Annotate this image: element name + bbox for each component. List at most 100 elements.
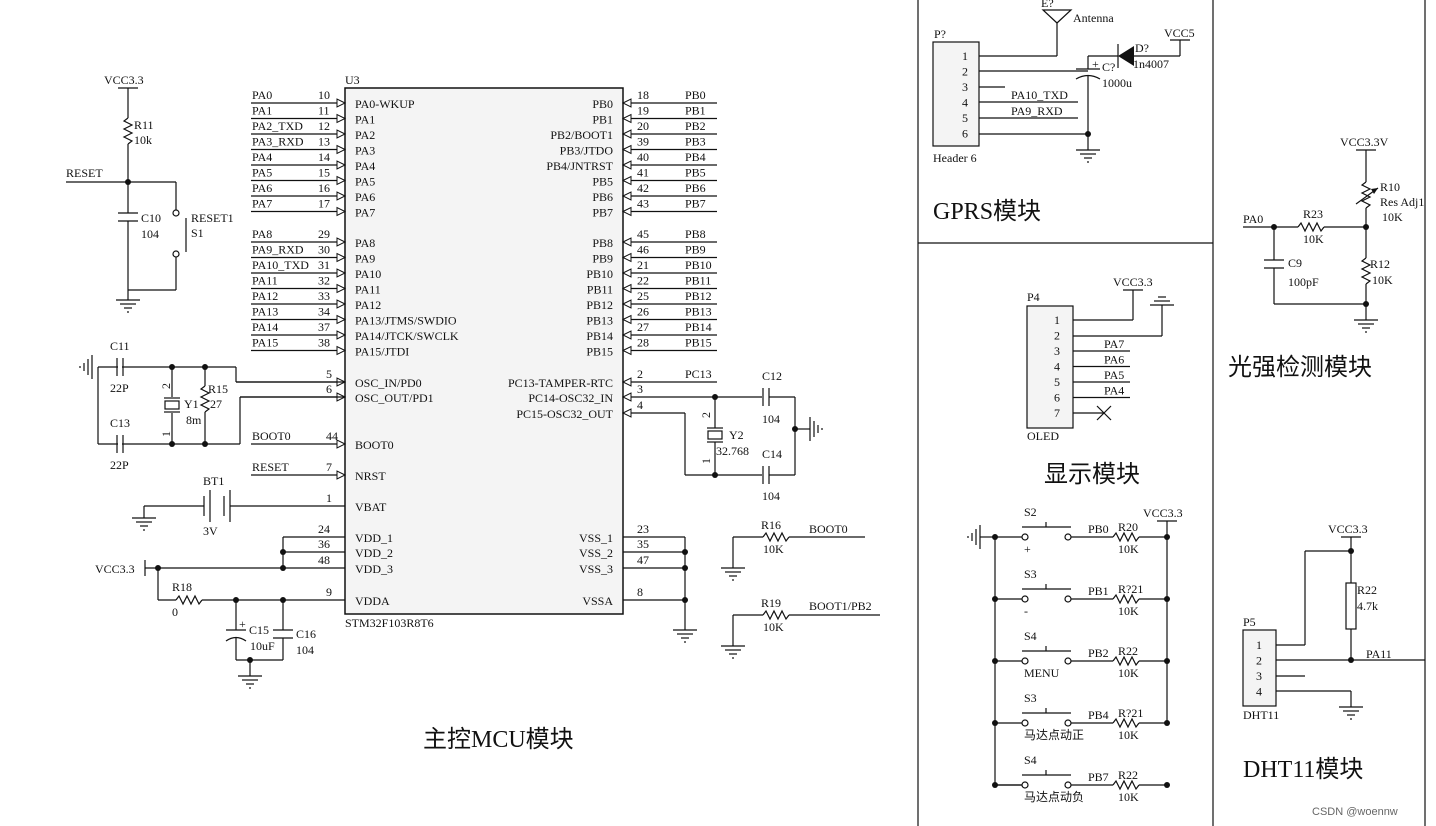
pin-number: 31 [318, 258, 330, 272]
mcu-part: STM32F103R8T6 [345, 616, 434, 630]
antenna-ref: E? [1041, 0, 1054, 10]
pin-number: 35 [637, 537, 649, 551]
c16-ref: C16 [296, 627, 316, 641]
r18-ref: R18 [172, 580, 192, 594]
r18-val: 0 [172, 605, 178, 619]
pin-net-label: PB0 [685, 88, 706, 102]
connector-pin-number: 6 [1054, 391, 1060, 405]
pin-name: PB0 [592, 97, 613, 111]
pin-arrow [621, 392, 632, 402]
pin-net-label: PB10 [685, 258, 712, 272]
pin-arrow [336, 129, 347, 139]
mcu-title: 主控MCU模块 [423, 726, 574, 753]
c12-ref: C12 [762, 369, 782, 383]
battery-bt1: BT1 3V [131, 474, 345, 538]
oled-net-label: PA4 [1104, 384, 1124, 398]
pin-name: PA4 [355, 159, 375, 173]
c15-pol: + [239, 617, 246, 631]
pin-name: VSS_1 [579, 531, 613, 545]
pin-number: 5 [326, 367, 332, 381]
r15-val: 27 [210, 397, 222, 411]
c11-val: 22P [110, 381, 129, 395]
pin-number: 36 [318, 537, 330, 551]
key-resistor-ref: R20 [1118, 520, 1138, 534]
pin-name: PB1 [592, 113, 613, 127]
connector-pin-number: 6 [962, 127, 968, 141]
gprs-vcc: VCC5 [1164, 26, 1195, 40]
reset-vcc: VCC3.3 [104, 73, 144, 87]
pin-net-label: PB8 [685, 227, 706, 241]
pin-net-label: PA15 [252, 336, 278, 350]
r23-val: 10K [1303, 232, 1324, 246]
pin-arrow [621, 191, 632, 201]
cap-ref: C? [1102, 60, 1115, 74]
dht-net: PA11 [1366, 647, 1392, 661]
key-net-label: PB2 [1088, 646, 1109, 660]
c10-ref: C10 [141, 211, 161, 225]
oled-net-label: PA5 [1104, 368, 1124, 382]
r19-val: 10K [763, 620, 784, 634]
vss-ground [623, 536, 698, 643]
power-vcc: VCC3.3 [95, 562, 135, 576]
pin-name: PA13/JTMS/SWDIO [355, 314, 457, 328]
pin-arrow [621, 206, 632, 217]
connector-pin-number: 1 [1256, 638, 1262, 652]
pin-number: 22 [637, 274, 649, 288]
pin-arrow [336, 314, 347, 325]
pin-number: 42 [637, 181, 649, 195]
pin-net-label: RESET [252, 460, 289, 474]
pin-name: PA12 [355, 298, 381, 312]
light-title: 光强检测模块 [1228, 354, 1372, 381]
dht-vcc: VCC3.3 [1328, 522, 1368, 536]
r23-ref: R23 [1303, 207, 1323, 221]
pin-name: VSSA [582, 594, 613, 608]
mcu-ref: U3 [345, 73, 360, 87]
pin-name: PB5 [592, 175, 613, 189]
light-vcc: VCC3.3V [1340, 135, 1389, 149]
r12-val: 10K [1372, 273, 1393, 287]
pin-number: 15 [318, 166, 330, 180]
pin-number: 8 [637, 585, 643, 599]
pin-net-label: PA13 [252, 305, 278, 319]
pin-net-label: PA2_TXD [252, 119, 303, 133]
pin-name: PA8 [355, 236, 375, 250]
oled-title: 显示模块 [1044, 461, 1140, 488]
pin-number: 28 [637, 336, 649, 350]
pin-arrow [621, 129, 632, 139]
pin-number: 25 [637, 289, 649, 303]
c13-ref: C13 [110, 416, 130, 430]
pin-net-label: PA11 [252, 274, 278, 288]
key-resistor-ref: R?21 [1118, 706, 1143, 720]
oled-vcc: VCC3.3 [1113, 275, 1153, 289]
connector-pin-number: 3 [1256, 669, 1262, 683]
r22-ref: R22 [1357, 583, 1377, 597]
c9-ref: C9 [1288, 256, 1302, 270]
pin-name: PA9 [355, 252, 375, 266]
light-net: PA0 [1243, 212, 1263, 226]
gprs-net3: PA10_TXD [1011, 88, 1068, 102]
power-vdd: VCC3.3 R18 0 + C15 10uF C16 104 [95, 536, 345, 689]
pin-number: 44 [326, 429, 338, 443]
pin-name: VSS_2 [579, 546, 613, 560]
reset-sw-ref: S1 [191, 226, 204, 240]
pin-arrow [336, 175, 347, 186]
connector-pin-number: 2 [962, 65, 968, 79]
keys-vcc: VCC3.3 [1143, 506, 1183, 520]
pin-name: PB13 [586, 314, 613, 328]
connector-pin-number: 4 [962, 96, 968, 110]
pin-net-label: PA12 [252, 289, 278, 303]
pin-number: 17 [318, 197, 330, 211]
pin-arrow [336, 252, 347, 263]
pin-net-label: PA9_RXD [252, 243, 304, 257]
diode-ref: D? [1135, 41, 1149, 55]
pin-number: 19 [637, 104, 649, 118]
pin-name: PA11 [355, 283, 381, 297]
key-resistor-ref: R?21 [1118, 582, 1143, 596]
key-switch-ref: S4 [1024, 629, 1037, 643]
pin-number: 34 [318, 305, 330, 319]
pin-arrow [336, 144, 347, 155]
pin-arrow [621, 98, 632, 108]
